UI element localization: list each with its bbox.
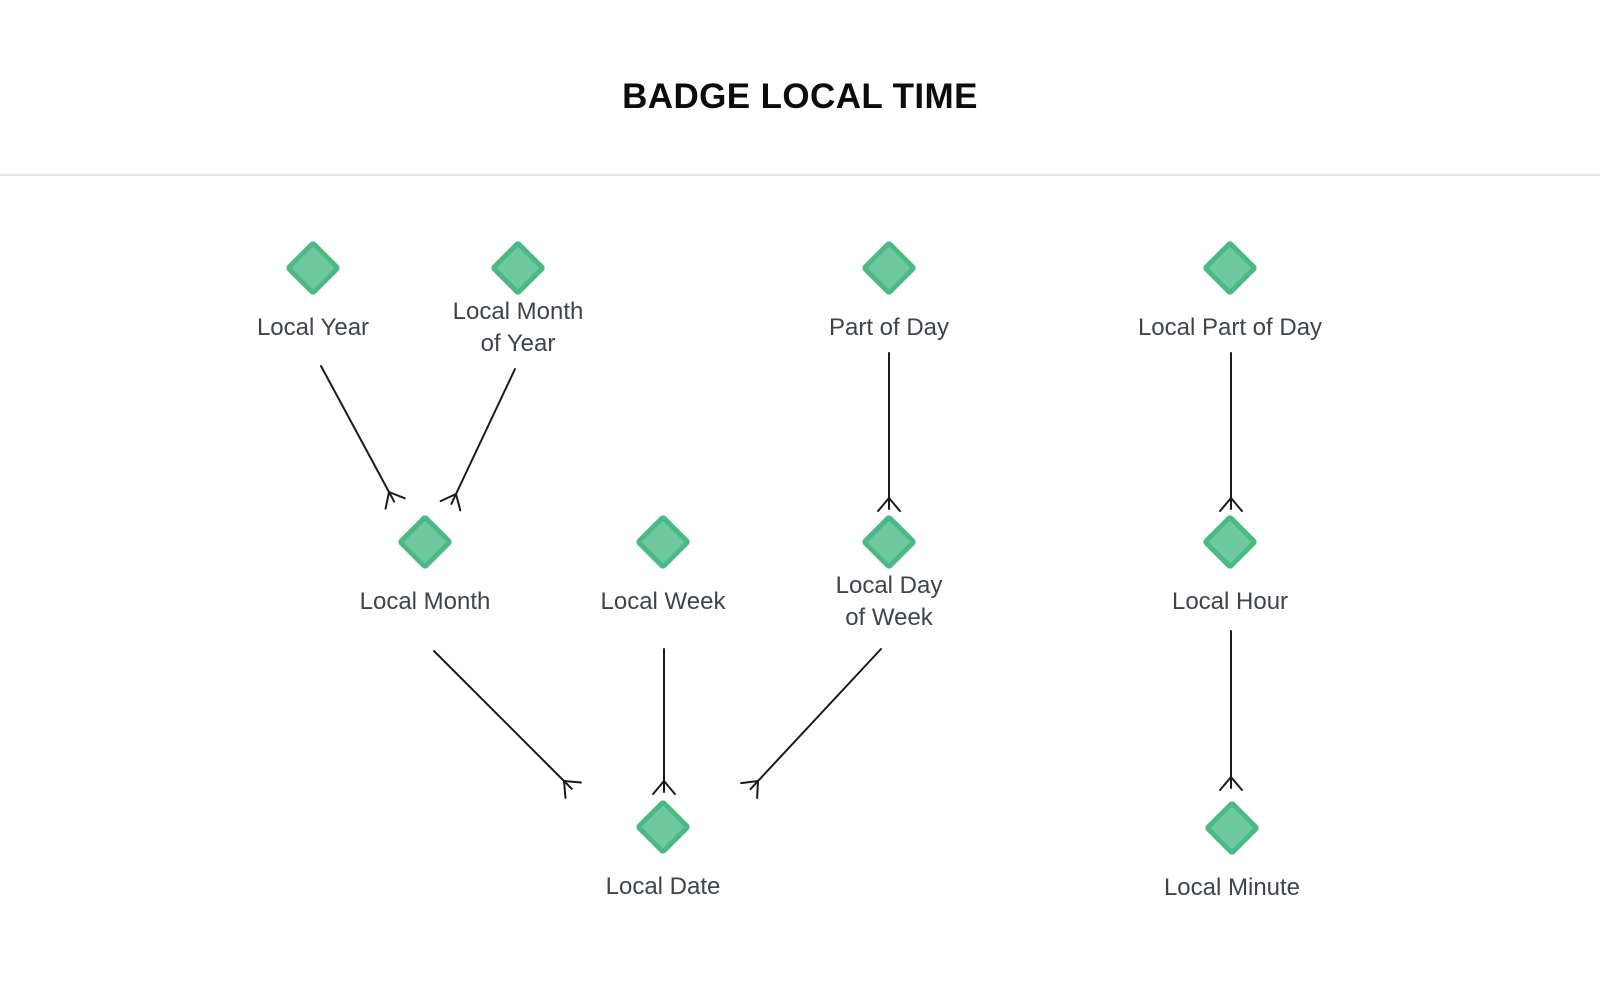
edge-local-hour-to-local-minute: [1219, 630, 1243, 792]
node-local-date-label: Local Date: [605, 873, 721, 900]
edge-local-month-of-year-to-local-month: [439, 368, 516, 512]
node-part-of-day-label: Part of Day: [828, 314, 950, 341]
edge-local-day-of-week-to-local-date: [740, 648, 882, 799]
node-local-part-of-day-label: Local Part of Day: [1137, 314, 1323, 341]
edge-part-of-day-to-local-day-of-week: [877, 352, 901, 513]
edge-local-part-of-day-to-local-hour: [1219, 352, 1243, 513]
node-local-month-label: Local Month: [359, 588, 491, 615]
divider: [0, 174, 1600, 176]
node-local-minute-label: Local Minute: [1163, 874, 1301, 901]
page-title: BADGE LOCAL TIME: [622, 77, 978, 116]
node-local-week-label: Local Week: [600, 588, 726, 615]
edge-local-month-to-local-date: [433, 650, 582, 799]
node-local-hour-label: Local Hour: [1171, 588, 1289, 615]
node-local-year-label: Local Year: [256, 314, 370, 341]
node-local-day-of-week-label: Local Day of Week: [835, 572, 943, 631]
edge-local-year-to-local-month: [320, 365, 406, 510]
edge-local-week-to-local-date: [652, 648, 676, 796]
node-local-month-of-year-label: Local Month of Year: [452, 298, 584, 357]
